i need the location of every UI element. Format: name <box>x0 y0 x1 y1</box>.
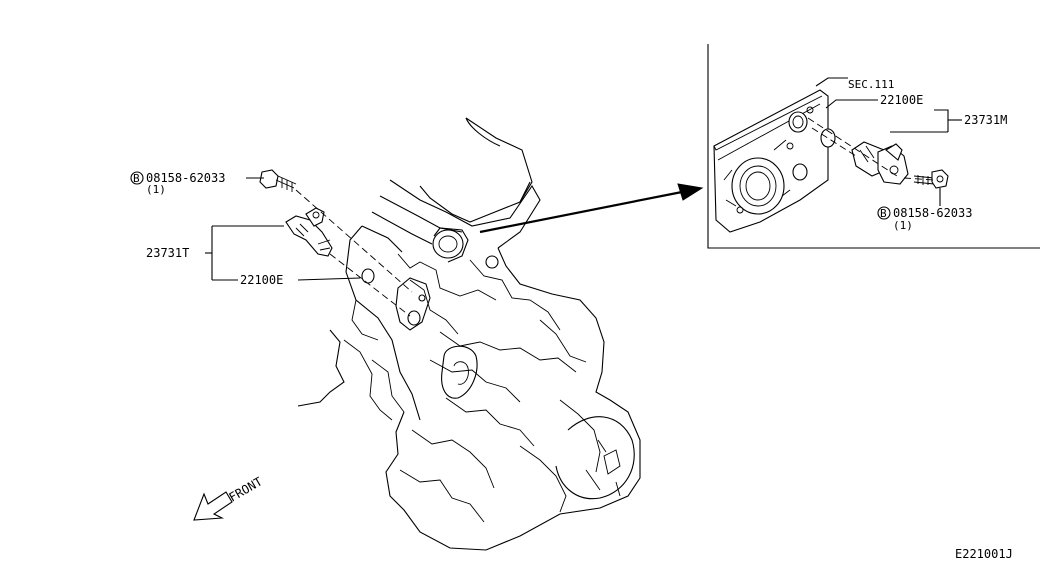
bolt-quantity-right: (1) <box>893 219 913 232</box>
sensor-part-number-right: 23731M <box>964 113 1007 127</box>
detail-arrow <box>479 183 704 234</box>
crank-position-sensor-group <box>259 169 413 317</box>
bolt-symbol-left-text: B <box>133 172 140 185</box>
cam-sensor-23731M <box>851 141 909 185</box>
oring-right <box>820 128 836 148</box>
section-reference: SEC.111 <box>848 78 894 91</box>
front-label: FRONT <box>227 474 265 504</box>
bolt-left <box>259 169 297 192</box>
engine-transaxle-assembly <box>297 117 641 551</box>
oring-left <box>361 268 375 284</box>
bolt-symbol-left <box>130 171 144 185</box>
bolt-right <box>913 169 949 189</box>
crank-sensor-23731T <box>285 207 333 257</box>
oring-part-number-left: 22100E <box>240 273 283 287</box>
cylinder-head-face <box>713 89 829 233</box>
front-direction-arrow <box>193 491 233 521</box>
bolt-part-number-right: 08158-62033 <box>893 206 972 220</box>
bolt-symbol-right <box>877 206 891 220</box>
oring-part-number-right: 22100E <box>880 93 923 107</box>
leader-lines-left <box>205 177 361 281</box>
bolt-quantity-left: (1) <box>146 183 166 196</box>
bolt-part-number-left: 08158-62033 <box>146 171 225 185</box>
detail-inset <box>707 44 1040 249</box>
sensor-part-number-left: 23731T <box>146 246 189 260</box>
bolt-symbol-right-text: B <box>880 207 887 220</box>
diagram-code: E221001J <box>955 547 1013 561</box>
